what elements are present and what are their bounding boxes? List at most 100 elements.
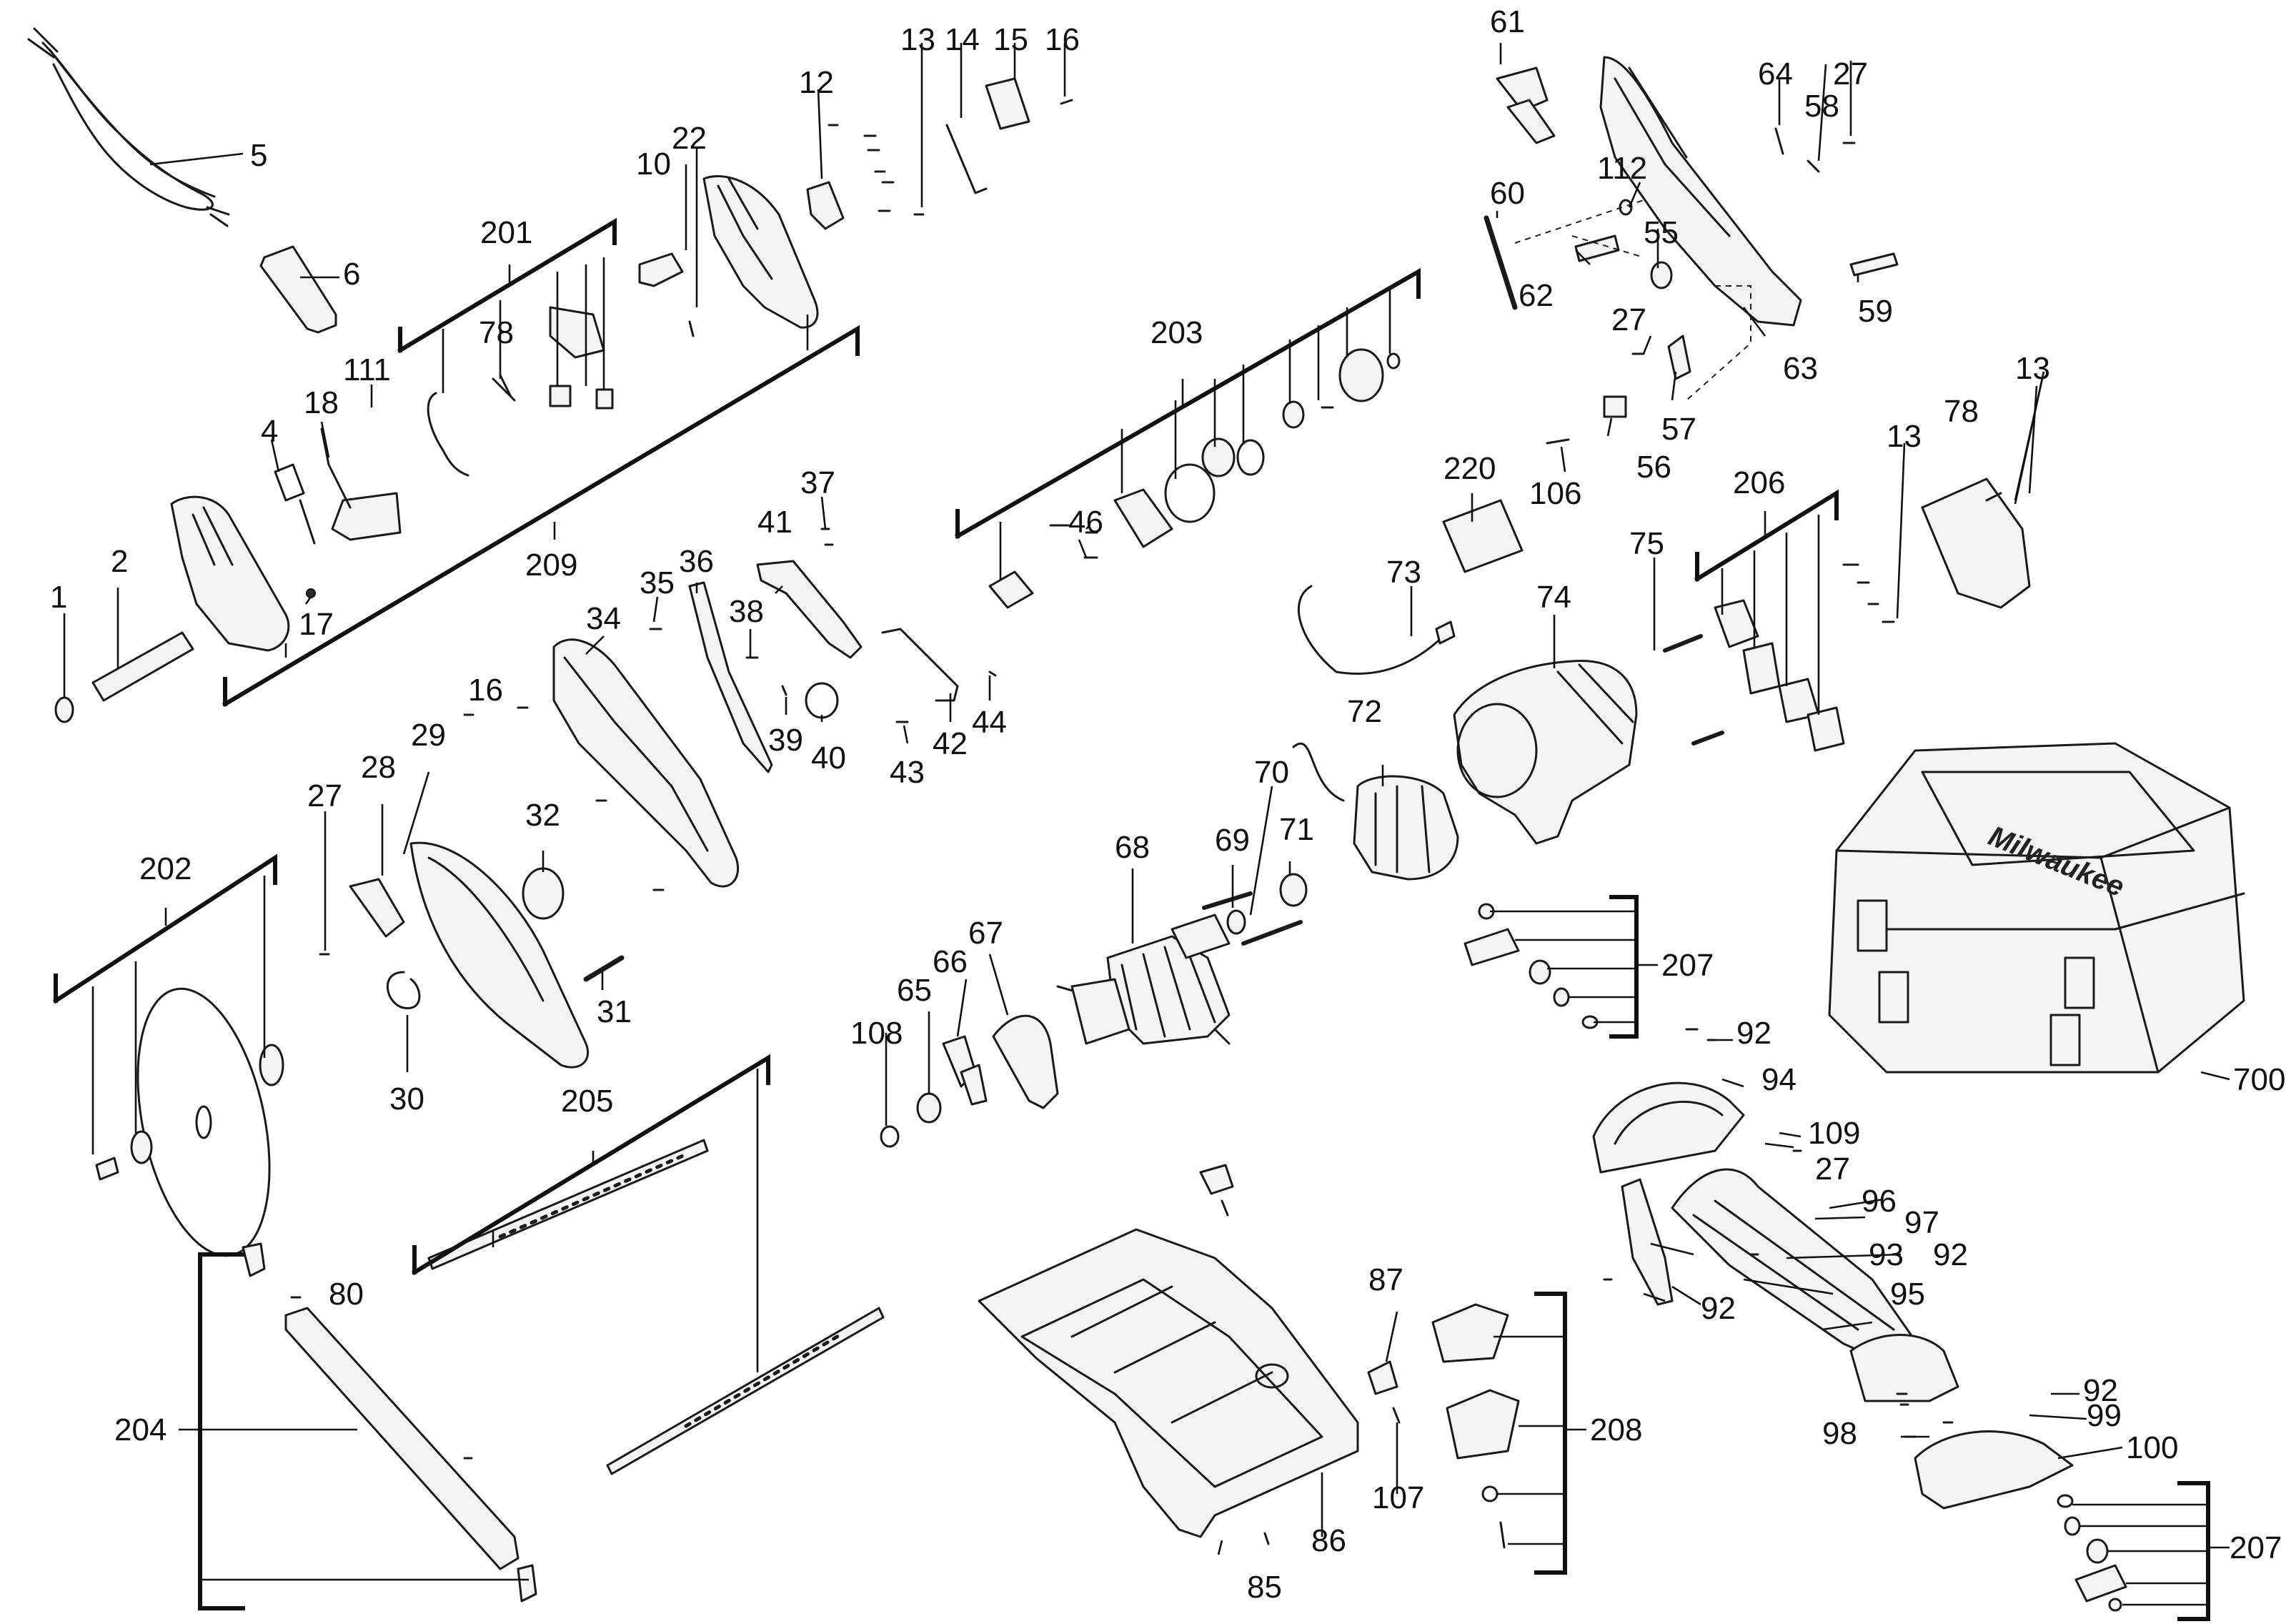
drive-bearing-part bbox=[1650, 261, 1673, 289]
callout-92-d: 92 bbox=[2083, 1373, 2118, 1408]
housing-clip-part bbox=[806, 181, 845, 230]
guard-part bbox=[985, 77, 1030, 130]
callout-5: 5 bbox=[250, 138, 267, 173]
upper-guard-part bbox=[552, 638, 740, 888]
callout-29: 29 bbox=[411, 718, 446, 753]
callout-58: 58 bbox=[1804, 89, 1839, 124]
switch-part bbox=[331, 492, 402, 541]
armature-bearing-part bbox=[1226, 909, 1246, 935]
fan-bearing-part bbox=[1279, 873, 1308, 907]
callout-12: 12 bbox=[799, 65, 834, 100]
blade-flange-part bbox=[259, 1044, 284, 1086]
drive-pin-part bbox=[1574, 234, 1620, 262]
callout-202: 202 bbox=[139, 851, 192, 886]
wire-harness-part bbox=[427, 392, 469, 477]
motor-housing-part bbox=[1453, 659, 1638, 845]
shoe-base-part bbox=[978, 1228, 1359, 1538]
cord-sleeve-part bbox=[259, 245, 337, 334]
callout-208: 208 bbox=[1590, 1412, 1642, 1447]
callout-27-left: 27 bbox=[307, 778, 342, 813]
main-housing-part bbox=[702, 175, 819, 329]
bushing-part bbox=[1603, 395, 1627, 418]
callout-37: 37 bbox=[800, 465, 835, 500]
callout-220: 220 bbox=[1443, 451, 1496, 486]
callout-60: 60 bbox=[1490, 176, 1525, 211]
edge-guide-part bbox=[284, 1307, 520, 1570]
callout-205: 205 bbox=[561, 1084, 613, 1119]
shaft-part bbox=[988, 570, 1034, 609]
callout-61: 61 bbox=[1490, 4, 1525, 39]
callout-13-right: 13 bbox=[2015, 351, 2050, 386]
callout-56: 56 bbox=[1636, 450, 1671, 485]
bearing-housing-part bbox=[1113, 488, 1173, 548]
callout-74: 74 bbox=[1536, 580, 1571, 615]
callout-71: 71 bbox=[1279, 812, 1314, 847]
rear-handle-part bbox=[170, 495, 290, 652]
depth-knob-assembly-lower bbox=[2057, 1494, 2127, 1612]
pin-part bbox=[1849, 252, 1899, 277]
callout-69: 69 bbox=[1215, 823, 1250, 858]
callout-75: 75 bbox=[1629, 526, 1664, 561]
callout-2: 2 bbox=[111, 544, 128, 579]
screws-group-part bbox=[828, 124, 925, 216]
snap-ring-part bbox=[880, 1125, 900, 1148]
callout-94: 94 bbox=[1761, 1062, 1796, 1097]
spring-arm-part bbox=[881, 628, 959, 702]
callout-72: 72 bbox=[1347, 694, 1382, 729]
callout-42: 42 bbox=[933, 726, 968, 761]
small-screw-part bbox=[306, 588, 316, 598]
motor-pin-part bbox=[1663, 634, 1724, 746]
callout-106: 106 bbox=[1529, 476, 1581, 511]
callout-92-c: 92 bbox=[1701, 1291, 1736, 1326]
callout-39: 39 bbox=[768, 723, 803, 758]
callout-86: 86 bbox=[1311, 1523, 1346, 1558]
lead-wire-part bbox=[1298, 585, 1448, 675]
callout-92-a: 92 bbox=[1736, 1016, 1771, 1051]
link-arm-part bbox=[688, 581, 773, 773]
callout-55: 55 bbox=[1644, 215, 1679, 250]
callout-16-mid: 16 bbox=[468, 673, 503, 708]
callout-41: 41 bbox=[757, 505, 792, 540]
callout-17: 17 bbox=[299, 607, 334, 642]
spring-coil-part bbox=[1774, 127, 1784, 155]
callout-64: 64 bbox=[1758, 56, 1793, 91]
callout-13-top: 13 bbox=[900, 22, 935, 57]
bevel-scale-part bbox=[1849, 1334, 1959, 1402]
callout-27-right: 27 bbox=[1815, 1152, 1850, 1187]
callout-22: 22 bbox=[672, 121, 707, 156]
callout-700: 700 bbox=[2233, 1062, 2285, 1097]
callout-32: 32 bbox=[525, 798, 560, 833]
callout-36: 36 bbox=[679, 544, 714, 579]
callout-27-mid: 27 bbox=[1611, 302, 1646, 337]
callout-65: 65 bbox=[897, 973, 932, 1008]
guard-lever-part bbox=[349, 878, 405, 938]
callout-207-lower: 207 bbox=[2230, 1530, 2282, 1565]
callout-203: 203 bbox=[1151, 315, 1203, 350]
callout-95: 95 bbox=[1890, 1277, 1925, 1312]
stator-part bbox=[1353, 775, 1459, 881]
callout-100: 100 bbox=[2126, 1430, 2178, 1465]
callout-73: 73 bbox=[1386, 555, 1421, 590]
brush-cover-part bbox=[1714, 599, 1759, 648]
callout-85: 85 bbox=[1247, 1570, 1282, 1605]
callout-1: 1 bbox=[50, 580, 67, 615]
spring-ring-part bbox=[805, 682, 839, 719]
side-cover-part bbox=[1921, 477, 2031, 609]
callout-28: 28 bbox=[361, 750, 396, 785]
callout-13-mid: 13 bbox=[1887, 419, 1922, 454]
callout-97: 97 bbox=[1904, 1205, 1939, 1240]
callout-4: 4 bbox=[261, 414, 278, 449]
front-bevel-part bbox=[1914, 1430, 2074, 1510]
callout-30: 30 bbox=[389, 1081, 424, 1116]
arbor-bolt-part bbox=[95, 1157, 119, 1181]
tube-part bbox=[91, 631, 194, 702]
callout-209: 209 bbox=[525, 548, 577, 583]
callout-14: 14 bbox=[945, 22, 980, 57]
callout-98: 98 bbox=[1822, 1416, 1857, 1451]
callout-44: 44 bbox=[972, 705, 1007, 740]
callout-15: 15 bbox=[993, 22, 1028, 57]
blade-knob-part bbox=[1199, 1164, 1234, 1195]
callout-labels: 1 2 4 5 6 10 12 13 13 13 14 15 16 16 17 … bbox=[50, 4, 2285, 1605]
bevel-knob-part bbox=[1367, 1360, 1398, 1395]
dust-port-part bbox=[1506, 99, 1556, 144]
